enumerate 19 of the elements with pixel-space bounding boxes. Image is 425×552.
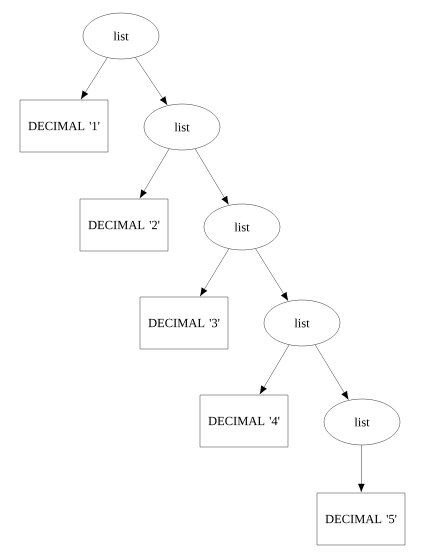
ellipse-node: list bbox=[264, 300, 340, 346]
arrow bbox=[80, 57, 108, 100]
ellipse-node: list bbox=[324, 398, 400, 446]
ellipse-node: list bbox=[204, 204, 280, 250]
ellipse-node: list bbox=[144, 104, 220, 150]
ellipse-node: list bbox=[82, 12, 160, 60]
box-node: DECIMAL '2' bbox=[80, 198, 168, 252]
arrow bbox=[260, 344, 290, 394]
arrow bbox=[135, 57, 168, 106]
arrow bbox=[200, 248, 230, 296]
box-node: DECIMAL '3' bbox=[140, 296, 228, 350]
arrow bbox=[358, 445, 365, 492]
arrow bbox=[314, 344, 349, 400]
box-node: DECIMAL '1' bbox=[20, 100, 108, 152]
arrow bbox=[194, 148, 229, 205]
box-node: DECIMAL '5' bbox=[316, 492, 406, 546]
arrow bbox=[140, 148, 170, 198]
box-node: DECIMAL '4' bbox=[200, 394, 288, 448]
arrow bbox=[255, 248, 288, 301]
